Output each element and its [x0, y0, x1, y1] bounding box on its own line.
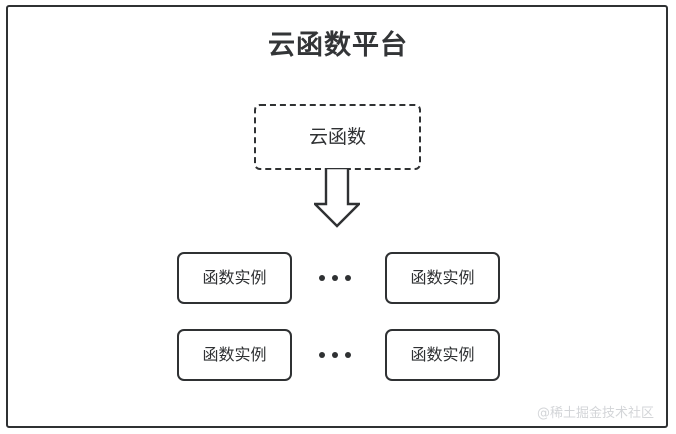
function-instance-label: 函数实例 — [202, 268, 267, 287]
ellipsis-icon: ... — [308, 252, 362, 304]
function-instance-label: 函数实例 — [202, 345, 267, 364]
function-instance-node: 函数实例 — [177, 329, 292, 381]
ellipsis-dot — [319, 352, 325, 358]
ellipsis-dot — [332, 352, 338, 358]
ellipsis-dot — [319, 275, 325, 281]
instance-row: 函数实例 ... 函数实例 — [0, 252, 676, 304]
watermark: @稀土掘金技术社区 — [536, 406, 654, 421]
ellipsis-dot — [332, 275, 338, 281]
instance-row: 函数实例 ... 函数实例 — [0, 329, 676, 381]
function-instance-node: 函数实例 — [385, 252, 500, 304]
cloud-function-label: 云函数 — [308, 125, 366, 148]
page-title: 云函数平台 — [268, 30, 408, 61]
ellipsis-dot — [345, 275, 351, 281]
down-block-arrow-icon — [312, 166, 362, 228]
cloud-function-node: 云函数 — [254, 104, 421, 170]
ellipsis-dot — [345, 352, 351, 358]
function-instance-label: 函数实例 — [410, 345, 475, 364]
function-instance-node: 函数实例 — [177, 252, 292, 304]
ellipsis-icon: ... — [308, 329, 362, 381]
function-instance-node: 函数实例 — [385, 329, 500, 381]
function-instance-label: 函数实例 — [410, 268, 475, 287]
